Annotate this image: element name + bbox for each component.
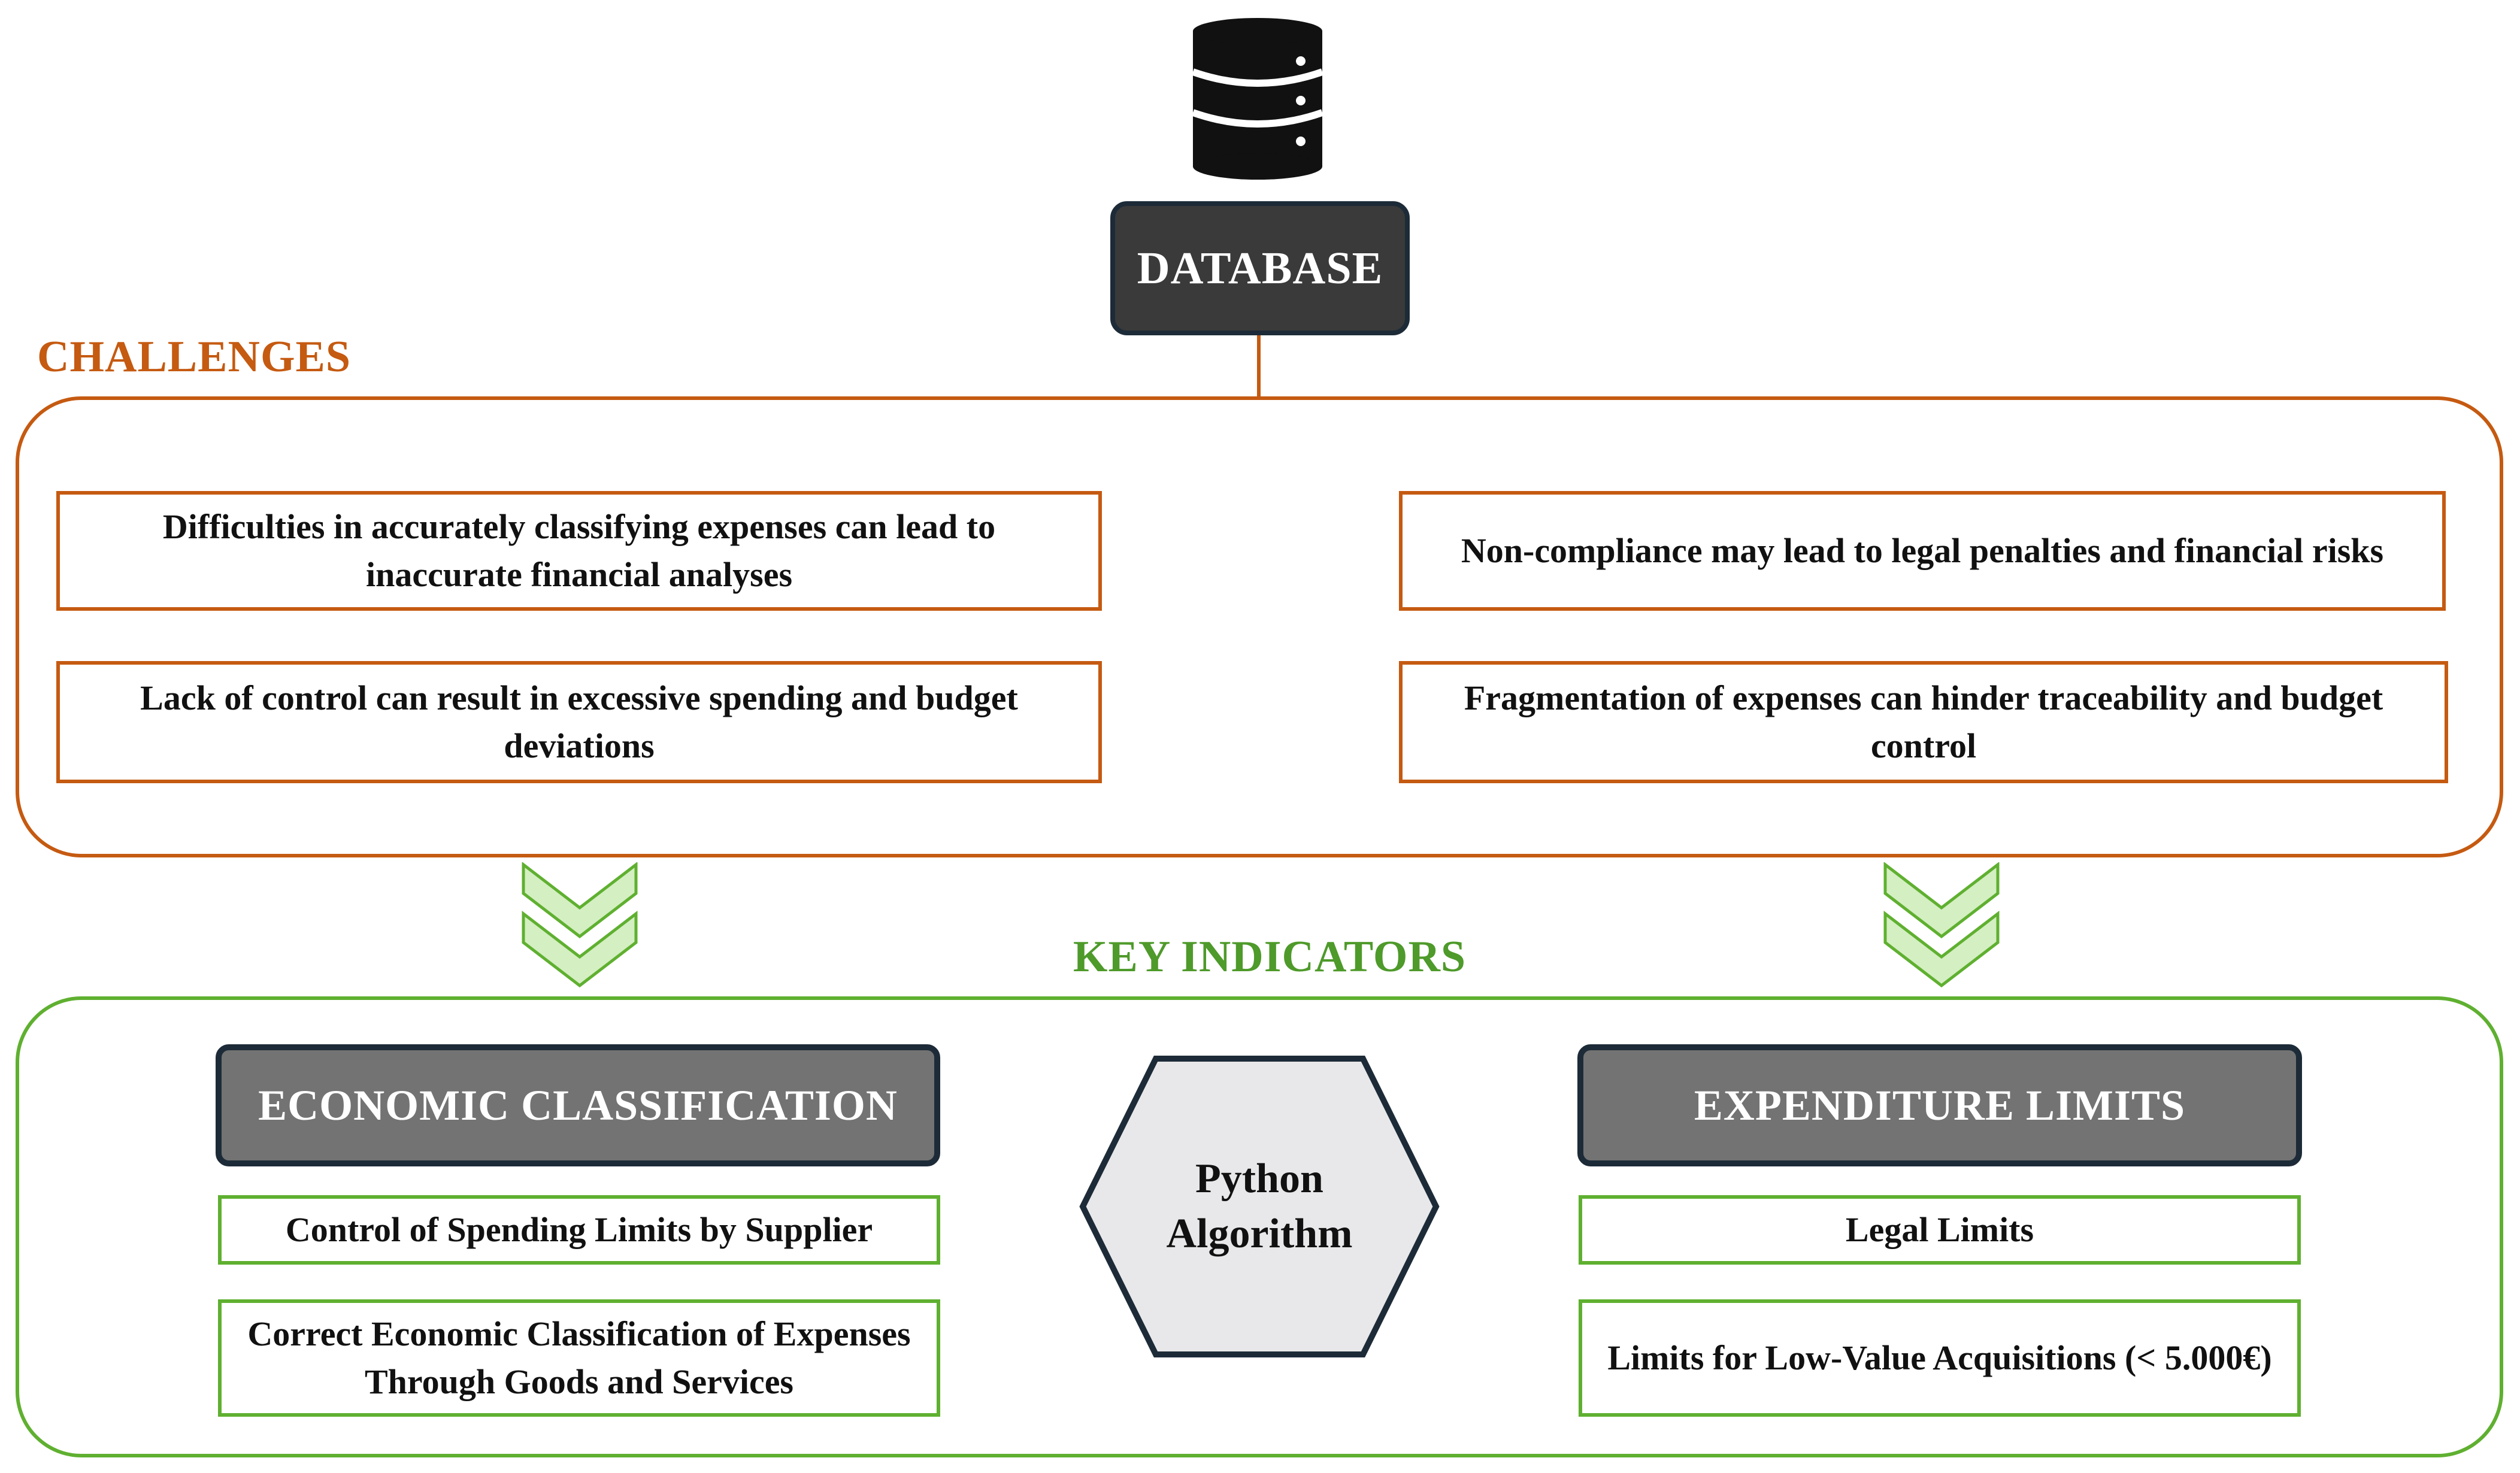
expenditure-item-text: Limits for Low-Value Acquisitions (< 5.0… bbox=[1607, 1338, 2272, 1377]
expenditure-item-low-value: Limits for Low-Value Acquisitions (< 5.0… bbox=[1579, 1299, 2301, 1417]
economic-item-text: Control of Spending Limits by Supplier bbox=[285, 1210, 873, 1249]
challenge-item-text: Fragmentation of expenses can hinder tra… bbox=[1464, 678, 2383, 765]
expenditure-limits-label: EXPENDITURE LIMITS bbox=[1694, 1081, 2186, 1129]
challenge-item-text: Difficulties in accurately classifying e… bbox=[162, 507, 996, 594]
python-algorithm-label: Python Algorithm bbox=[1166, 1156, 1353, 1257]
economic-classification-header: ECONOMIC CLASSIFICATION bbox=[216, 1044, 940, 1166]
double-chevron-down-icon bbox=[522, 862, 638, 988]
challenges-panel bbox=[16, 396, 2503, 857]
challenge-item-control: Lack of control can result in excessive … bbox=[56, 661, 1102, 783]
key-indicators-panel bbox=[16, 996, 2503, 1457]
database-box: DATABASE bbox=[1110, 201, 1410, 335]
economic-classification-label: ECONOMIC CLASSIFICATION bbox=[258, 1081, 898, 1129]
challenge-item-fragmentation: Fragmentation of expenses can hinder tra… bbox=[1399, 661, 2448, 783]
double-chevron-down-icon bbox=[1883, 862, 2000, 988]
challenge-item-text: Lack of control can result in excessive … bbox=[140, 678, 1018, 765]
expenditure-item-text: Legal Limits bbox=[1845, 1210, 2034, 1249]
database-label: DATABASE bbox=[1137, 243, 1383, 293]
challenge-item-compliance: Non-compliance may lead to legal penalti… bbox=[1399, 491, 2446, 611]
key-indicators-title: KEY INDICATORS bbox=[1073, 932, 1467, 981]
python-algorithm-hexagon bbox=[1079, 1056, 1440, 1357]
challenge-item-text: Non-compliance may lead to legal penalti… bbox=[1461, 531, 2384, 570]
database-icon bbox=[1192, 18, 1323, 180]
expenditure-item-legal-limits: Legal Limits bbox=[1579, 1195, 2301, 1265]
economic-item-correct-classification: Correct Economic Classification of Expen… bbox=[218, 1299, 940, 1417]
database-connector bbox=[1257, 335, 1261, 396]
challenges-title: CHALLENGES bbox=[37, 332, 352, 381]
expenditure-limits-header: EXPENDITURE LIMITS bbox=[1577, 1044, 2302, 1166]
economic-item-text: Correct Economic Classification of Expen… bbox=[247, 1314, 911, 1401]
economic-item-supplier-limits: Control of Spending Limits by Supplier bbox=[218, 1195, 940, 1265]
challenge-item-classification: Difficulties in accurately classifying e… bbox=[56, 491, 1102, 611]
